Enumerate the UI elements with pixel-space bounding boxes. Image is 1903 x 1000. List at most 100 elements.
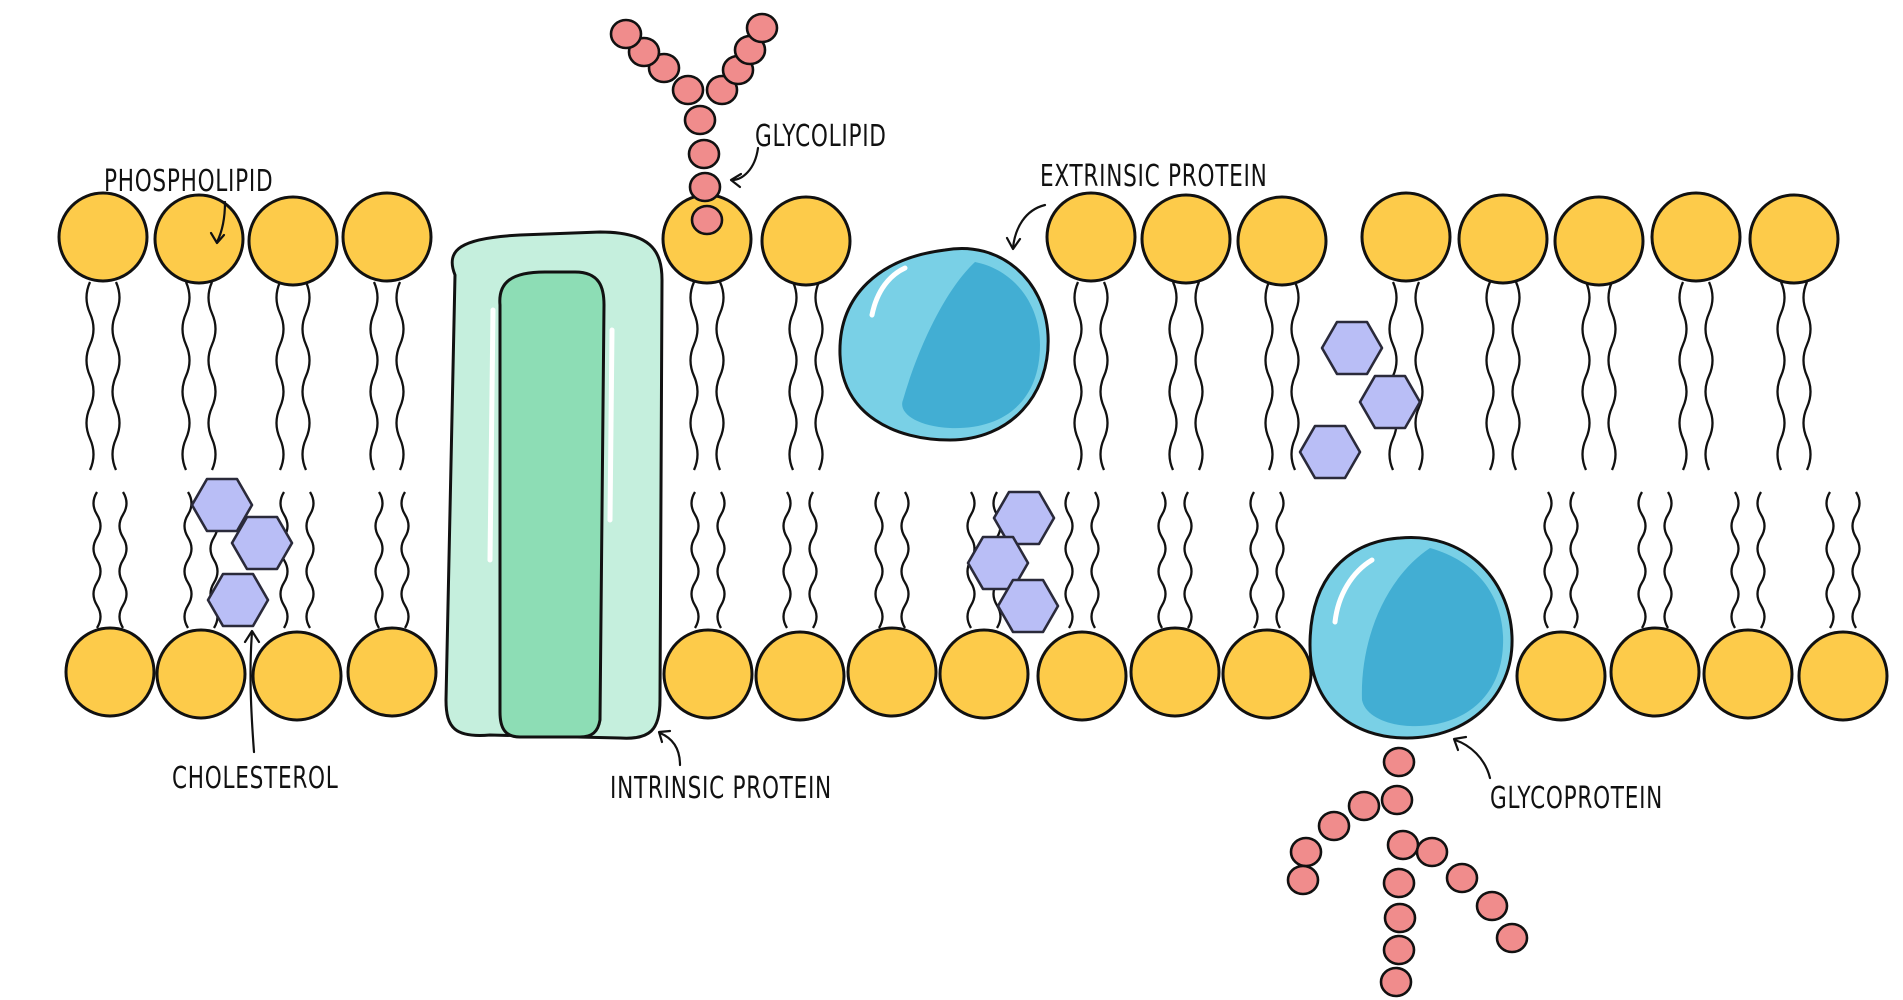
phospholipid-tail: [92, 491, 102, 629]
phospholipid-tail: [1581, 281, 1591, 471]
phospholipid-head: [1748, 193, 1840, 285]
glycoprotein: [1308, 535, 1514, 740]
phospholipid-tail: [1183, 491, 1193, 629]
sugar-bead: [1445, 862, 1479, 894]
phospholipid-tail: [85, 281, 95, 471]
phospholipid-tail: [900, 491, 910, 629]
phospholipid-tail: [1543, 491, 1553, 629]
phospholipid-head: [1221, 628, 1313, 720]
phospholipid-head: [247, 195, 339, 287]
sugar-bead: [745, 12, 779, 44]
glycoprotein-arrow: [1452, 735, 1492, 780]
sugar-bead: [1475, 890, 1509, 922]
label-cholesterol: CHOLESTEROL: [172, 761, 339, 796]
sugar-bead: [687, 138, 721, 170]
phospholipid-tail: [118, 491, 128, 629]
phospholipid-tail: [1637, 491, 1647, 629]
sugar-bead: [1317, 810, 1351, 842]
phospholipid-head: [1360, 191, 1452, 283]
phospholipid-tail: [874, 491, 884, 629]
cholesterol-ring: [1320, 320, 1384, 376]
phospholipid-head: [1650, 191, 1742, 283]
phospholipid-head: [64, 626, 156, 718]
phospholipid-tail: [111, 281, 121, 471]
phospholipid-head: [1609, 626, 1701, 718]
cholesterol-ring: [992, 490, 1056, 546]
label-intrinsic-protein: INTRINSIC PROTEIN: [610, 771, 832, 806]
cholesterol-arrow: [243, 629, 261, 754]
phospholipid-head: [760, 195, 852, 287]
phospholipid-tail: [1414, 281, 1424, 471]
sugar-bead: [1386, 829, 1420, 861]
phospholipid-tail: [1776, 281, 1786, 471]
sugar-bead: [1383, 902, 1417, 934]
phospholipid-tail: [715, 281, 725, 471]
glycolipid-arrow: [729, 146, 760, 189]
label-phospholipid: PHOSPHOLIPID: [104, 164, 274, 199]
phospholipid-head: [1236, 195, 1328, 287]
sugar-bead: [1382, 746, 1416, 778]
phospholipid-tail: [1290, 281, 1300, 471]
phospholipid-tail: [1249, 491, 1259, 629]
extrinsic-protein-shade: [902, 262, 1040, 429]
sugar-bead: [1379, 966, 1413, 998]
phospholipid-head: [153, 193, 245, 285]
phospholipid-tail: [305, 491, 315, 629]
phospholipid-tail: [1168, 281, 1178, 471]
phospholipid-tail: [369, 281, 379, 471]
phospholipid-tail: [1678, 281, 1688, 471]
sugar-bead: [671, 74, 705, 106]
label-glycolipid: GLYCOLIPID: [755, 119, 887, 154]
intrinsic-protein-inner: [498, 270, 606, 739]
phospholipid-head: [1515, 630, 1607, 722]
phospholipid-tail: [1802, 281, 1812, 471]
phospholipid-head: [346, 626, 438, 718]
phospholipid-tail: [1099, 281, 1109, 471]
phospholipid-tail: [1663, 491, 1673, 629]
phospholipid-head: [662, 628, 754, 720]
phospholipid-tail: [1607, 281, 1617, 471]
phospholipid-tail: [1851, 491, 1861, 629]
phospholipid-tail: [374, 491, 384, 629]
intrinsic-protein-arrow: [657, 729, 682, 767]
phospholipid-tail: [690, 491, 700, 629]
phospholipid-arrow: [209, 200, 227, 245]
phospholipid-head: [1797, 630, 1889, 722]
sugar-bead: [690, 204, 724, 236]
sugar-bead: [1495, 922, 1529, 954]
phospholipid-tail: [181, 281, 191, 471]
phospholipid-head: [251, 630, 343, 722]
extrinsic-protein: [838, 247, 1050, 442]
phospholipid-head: [1140, 193, 1232, 285]
cholesterol-ring: [190, 477, 254, 533]
sugar-bead: [683, 104, 717, 136]
phospholipid-tail: [400, 491, 410, 629]
phospholipid-tail: [1569, 491, 1579, 629]
phospholipid-tail: [788, 281, 798, 471]
phospholipid-head: [1553, 195, 1645, 287]
phospholipid-head: [341, 191, 433, 283]
phospholipid-tail: [814, 281, 824, 471]
phospholipid-head: [1045, 191, 1137, 283]
extrinsic-protein-highlight: [869, 265, 908, 318]
cholesterol-ring: [996, 578, 1060, 634]
phospholipid-tail: [1157, 491, 1167, 629]
phospholipid-tail: [1264, 281, 1274, 471]
phospholipid-head: [846, 626, 938, 718]
phospholipid-head: [1129, 626, 1221, 718]
phospholipid-tail: [279, 491, 289, 629]
sugar-bead: [1382, 934, 1416, 966]
phospholipid-heads: [57, 191, 1889, 722]
phospholipid-tail: [1275, 491, 1285, 629]
intrinsic-protein-highlight: [487, 307, 496, 563]
sugar-bead: [1415, 836, 1449, 868]
phospholipid-tail: [183, 491, 193, 629]
cholesterol-ring: [206, 572, 270, 628]
phospholipid-tail: [808, 491, 818, 629]
phospholipid-tail: [301, 281, 311, 471]
sugar-bead: [1380, 784, 1414, 816]
phospholipid-tail: [207, 281, 217, 471]
label-extrinsic-protein: EXTRINSIC PROTEIN: [1040, 159, 1268, 194]
intrinsic-protein-highlight: [607, 327, 615, 523]
